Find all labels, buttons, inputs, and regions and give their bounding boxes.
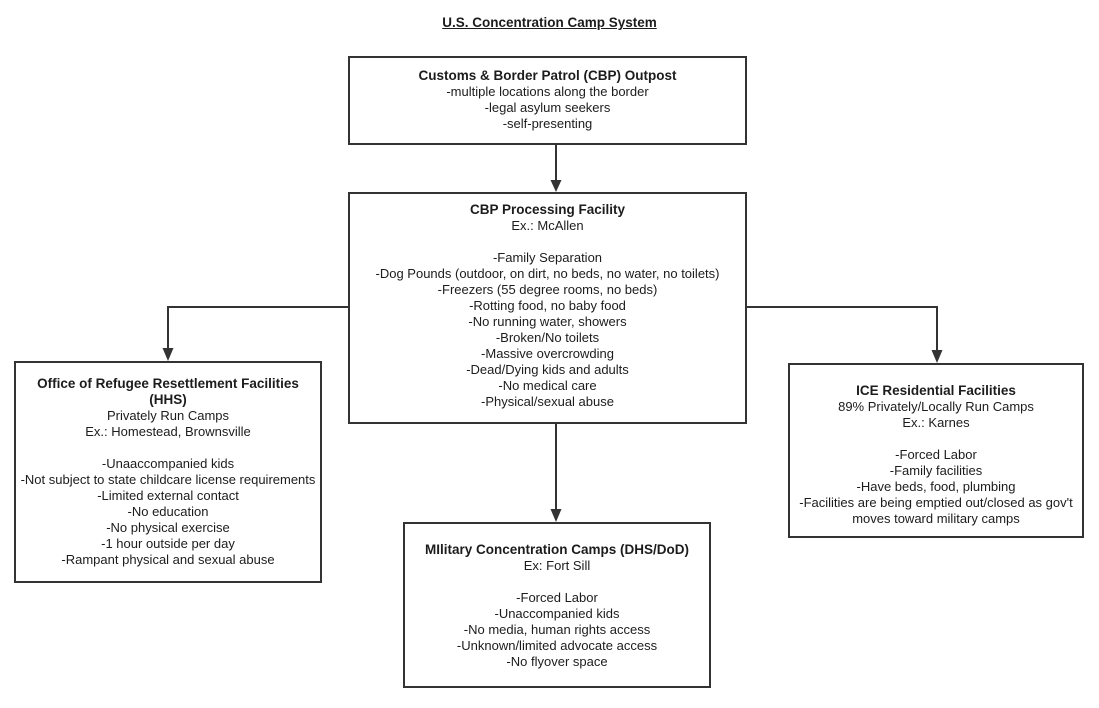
text-line: -legal asylum seekers [484,100,611,115]
text-line: -Dead/Dying kids and adults [466,362,629,377]
text-line: -Broken/No toilets [495,330,600,345]
text-line: -Unaaccompanied kids [101,456,235,471]
text-line [17,440,319,456]
text-line [407,574,707,590]
text-line: -Dog Pounds (outdoor, on dirt, no beds, … [375,266,720,281]
node-body: -multiple locations along the border-leg… [352,84,743,132]
node-title: ICE Residential Facilities [856,383,1016,398]
text-line: -No running water, showers [468,314,627,329]
text-line: -Unknown/limited advocate access [456,638,658,653]
text-line: -Physical/sexual abuse [481,394,614,409]
diagram-title: U.S. Concentration Camp System [442,15,657,30]
connector-processing-to-orr-arrowhead-icon [162,348,174,361]
text-line [352,234,743,250]
text-line: -No media, human rights access [463,622,651,637]
node-cbp-processing-facility: CBP Processing Facility Ex.: McAllen -Fa… [348,192,747,424]
node-cbp-outpost: Customs & Border Patrol (CBP) Outpost -m… [348,56,747,145]
connector-outpost-to-processing-arrowhead-icon [550,180,562,192]
text-line: Ex.: McAllen [511,218,584,233]
text-line: -Facilities are being emptied out/closed… [799,495,1073,526]
text-line: -Family Separation [492,250,603,265]
node-title: Office of Refugee Resettlement Facilitie… [37,376,299,407]
text-line: Ex.: Karnes [902,415,970,430]
text-line: -No physical exercise [106,520,230,535]
text-line: Ex.: Homestead, Brownsville [85,424,251,439]
text-line: -Unaccompanied kids [494,606,620,621]
text-line: -No education [127,504,209,519]
text-line: Privately Run Camps [106,408,230,423]
connector-processing-to-ice-line [747,306,938,351]
text-line: -Rotting food, no baby food [469,298,626,313]
connector-processing-to-military-arrowhead-icon [550,509,562,522]
connector-processing-to-ice-arrowhead-icon [931,350,943,363]
text-line: -No medical care [498,378,597,393]
node-orr-facilities-hhs: Office of Refugee Resettlement Facilitie… [14,361,322,583]
text-line: -Massive overcrowding [481,346,614,361]
text-line: -self-presenting [502,116,593,131]
node-body: Ex: Fort Sill -Forced Labor-Unaccompanie… [407,558,707,670]
text-line: -Have beds, food, plumbing [856,479,1016,494]
text-line: -Family facilities [889,463,983,478]
text-line: -Forced Labor [516,590,598,605]
text-line: -No flyover space [506,654,608,669]
text-line: 89% Privately/Locally Run Camps [838,399,1034,414]
connector-processing-to-orr-line [167,306,348,349]
node-body: Ex.: McAllen -Family Separation-Dog Poun… [352,218,743,410]
node-title: MIlitary Concentration Camps (DHS/DoD) [424,542,690,557]
node-military-concentration-camps: MIlitary Concentration Camps (DHS/DoD) E… [403,522,711,688]
text-line: -Limited external contact [97,488,239,503]
text-line: -Freezers (55 degree rooms, no beds) [437,282,658,297]
text-line: -1 hour outside per day [101,536,235,551]
text-line: -Not subject to state childcare license … [20,472,316,487]
node-title: CBP Processing Facility [469,202,626,217]
text-line: -Forced Labor [895,447,977,462]
text-line: -multiple locations along the border [446,84,649,99]
text-line: Ex: Fort Sill [523,558,591,573]
text-line: -Rampant physical and sexual abuse [61,552,275,567]
text-line [794,431,1078,447]
node-title: Customs & Border Patrol (CBP) Outpost [418,68,677,83]
node-ice-residential-facilities: ICE Residential Facilities 89% Privately… [788,363,1084,538]
